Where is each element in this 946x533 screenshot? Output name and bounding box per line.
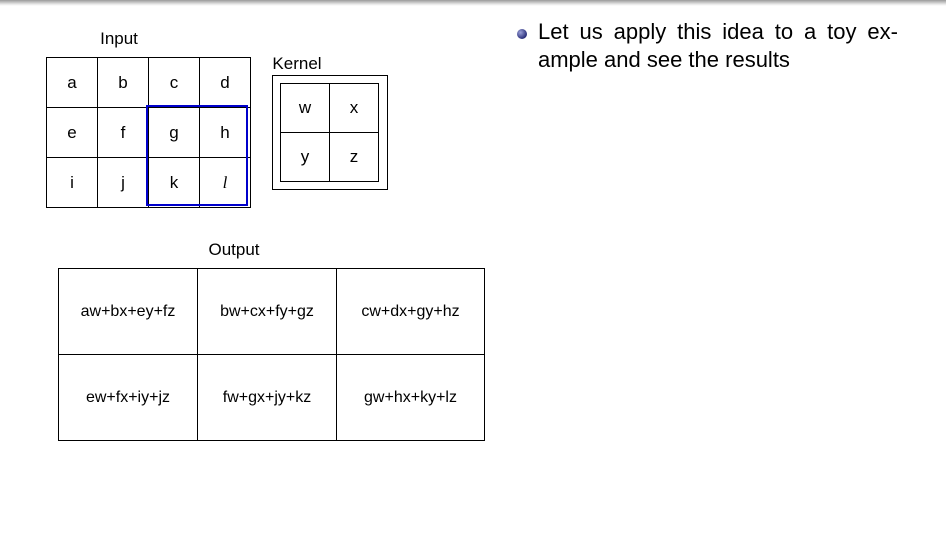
input-cell: c — [148, 57, 200, 108]
output-cell: bw+cx+fy+gz — [197, 268, 337, 355]
kernel-cell: z — [329, 132, 379, 182]
kernel-cell: x — [329, 83, 379, 133]
bullet-icon — [517, 29, 527, 39]
input-cell: d — [199, 57, 251, 108]
input-cell: i — [46, 157, 98, 208]
italic-l: l — [222, 172, 228, 192]
output-cell: fw+gx+jy+kz — [197, 354, 337, 441]
input-cell: l — [199, 157, 251, 208]
input-cell: f — [97, 107, 149, 158]
kernel-cell: y — [280, 132, 330, 182]
input-label: Input — [100, 29, 138, 48]
slide-header-bar — [0, 0, 946, 6]
input-cell: b — [97, 57, 149, 108]
bullet-text: Let us apply this idea to a toy ex- ampl… — [538, 19, 898, 72]
input-cell: a — [46, 57, 98, 108]
output-label: Output — [208, 240, 260, 259]
kernel-label: Kernel — [272, 54, 322, 73]
output-cell: aw+bx+ey+fz — [58, 268, 198, 355]
output-cell: ew+fx+iy+jz — [58, 354, 198, 441]
kernel-cell: w — [280, 83, 330, 133]
output-cell: cw+dx+gy+hz — [336, 268, 485, 355]
input-cell: k — [148, 157, 200, 208]
kernel-frame — [272, 75, 388, 190]
input-cell: j — [97, 157, 149, 208]
receptive-field-highlight — [146, 105, 248, 206]
input-cell: e — [46, 107, 98, 158]
output-cell: gw+hx+ky+lz — [336, 354, 485, 441]
